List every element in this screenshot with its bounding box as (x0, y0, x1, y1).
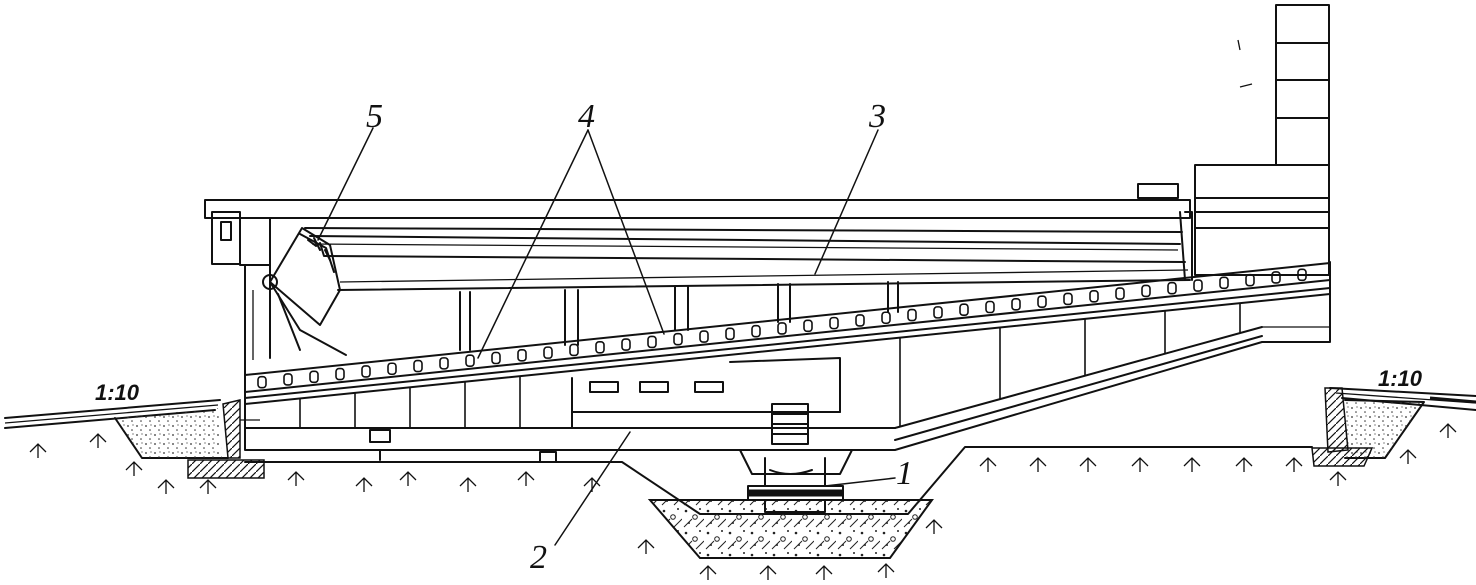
left-slope-label: 1:10 (95, 380, 140, 405)
roller (1089, 289, 1099, 303)
roller (517, 349, 527, 362)
roller (1037, 295, 1047, 308)
callout-4: 4 (578, 98, 595, 135)
callout-3: 3 (868, 98, 886, 135)
roller (1063, 292, 1073, 306)
roller (855, 314, 865, 327)
roller (647, 335, 657, 349)
roller (777, 322, 787, 335)
lower-frame (240, 261, 1331, 463)
left-approach-ramp (4, 399, 265, 479)
roller (933, 306, 943, 319)
roller (309, 370, 319, 384)
roller (985, 300, 995, 314)
roller (673, 332, 683, 346)
roller (1115, 287, 1125, 300)
roller (1297, 268, 1307, 282)
roller (1167, 281, 1177, 295)
conveyor-drum (204, 199, 1193, 359)
callout-5: 5 (366, 98, 383, 135)
right-slope-label: 1:10 (1378, 366, 1423, 391)
frame-panels (299, 303, 1241, 428)
roller (725, 327, 735, 341)
roller (569, 343, 579, 357)
roller (361, 365, 371, 378)
roller (413, 359, 423, 373)
frame-posts (459, 281, 899, 351)
chimney-tower (1237, 4, 1330, 166)
callout-2: 2 (530, 539, 547, 576)
roller (1141, 284, 1151, 298)
roller (1193, 279, 1203, 292)
roller (335, 367, 345, 381)
roller (543, 346, 553, 359)
roller (257, 375, 267, 389)
drive-wheel (252, 227, 347, 360)
right-approach-ramp (1311, 387, 1476, 467)
roller (283, 373, 293, 386)
roller (1271, 271, 1281, 284)
roller (1011, 298, 1021, 311)
roller (829, 316, 839, 330)
roller (439, 357, 449, 370)
roller (1245, 273, 1255, 287)
roller (491, 351, 501, 365)
roller (881, 311, 891, 325)
conveyor-rollers (257, 268, 1307, 389)
callout-leaders (317, 127, 896, 546)
roller (959, 303, 969, 316)
foundation-block (647, 499, 934, 559)
load-cell-support (739, 403, 853, 513)
roller (387, 362, 397, 376)
roller (907, 308, 917, 322)
callout-1: 1 (896, 455, 913, 492)
roller (595, 340, 605, 354)
roller (699, 330, 709, 343)
inclined-roller-track (244, 262, 1331, 405)
roller (465, 354, 475, 367)
roller (751, 324, 761, 338)
roller (803, 319, 813, 333)
roller (621, 338, 631, 351)
right-cabin (1137, 164, 1330, 276)
roller (1219, 276, 1229, 290)
